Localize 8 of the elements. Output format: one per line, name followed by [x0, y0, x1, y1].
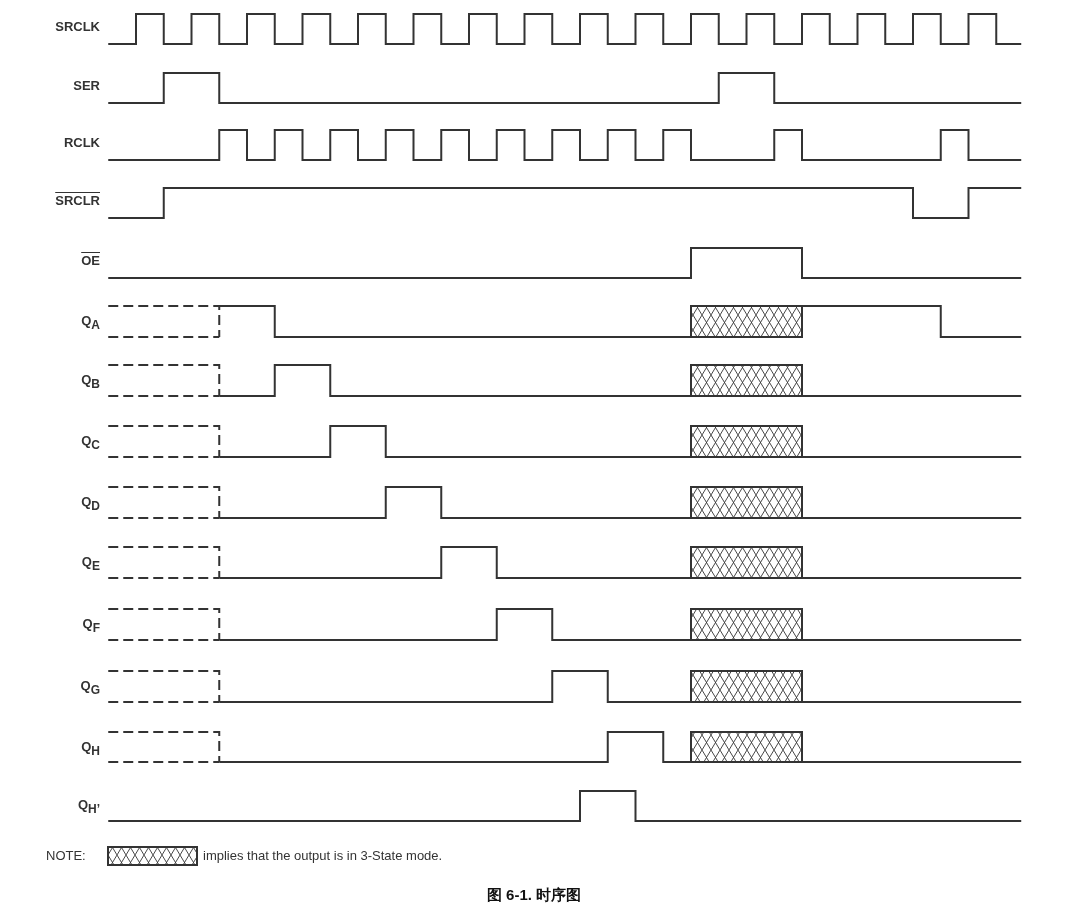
legend-text: implies that the output is in 3-State mode. — [203, 848, 443, 863]
signal-label: SRCLK — [55, 19, 100, 35]
signal-label: SRCLR — [55, 193, 100, 209]
figure-caption: 图 6-1. 时序图 — [485, 886, 583, 905]
signal-label: SER — [73, 78, 100, 94]
signal-label: RCLK — [63, 135, 100, 151]
signal-label: OE — [81, 253, 100, 269]
note-label: NOTE: — [46, 848, 86, 863]
